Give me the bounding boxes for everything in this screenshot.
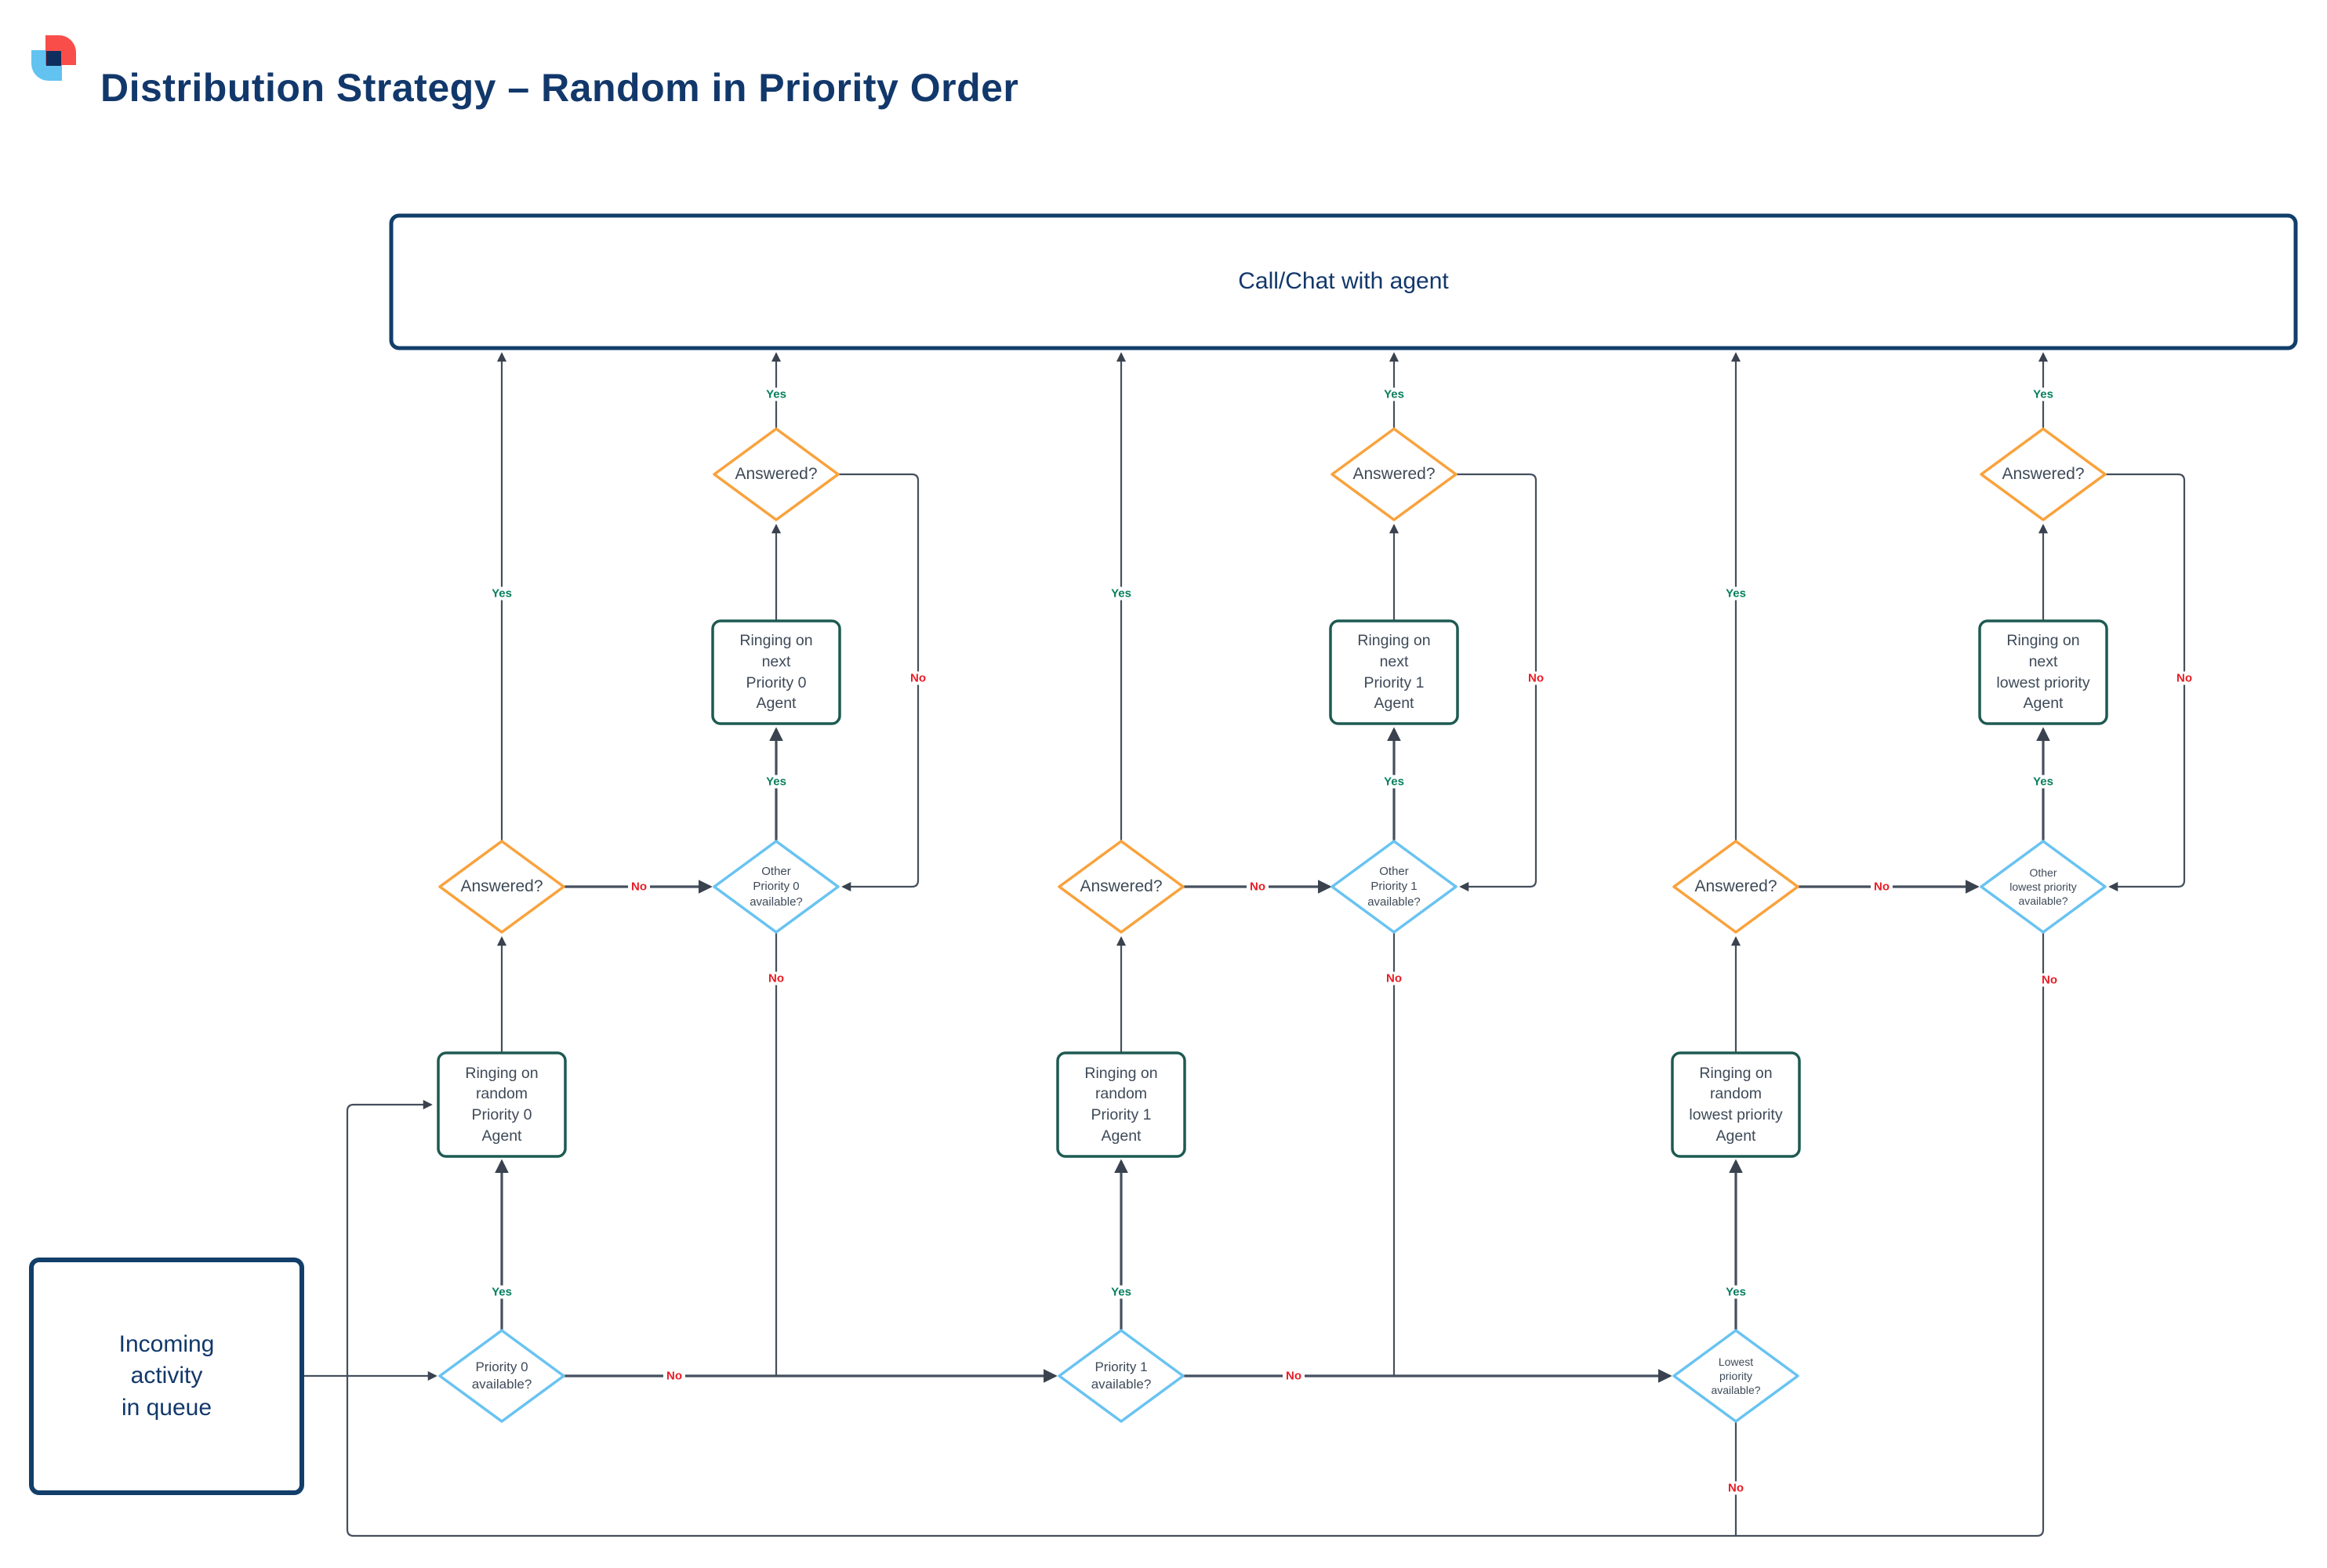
connector-restart-loop [346,932,2045,1537]
diamond-other-lowest: Other lowest priority available? [2009,866,2077,908]
diamond-priority-1-available: Priority 1 available? [1091,1359,1152,1392]
diamond-answered-p0: Answered? [460,877,543,896]
yes-label: Yes [1381,775,1407,789]
yes-label: Yes [1723,586,1749,601]
no-label: No [1383,971,1405,985]
box-ringing-next-priority-0: Ringing on next Priority 0 Agent [739,632,813,713]
yes-label: Yes [488,586,515,601]
diamond-answered-p1-shape [1058,840,1185,934]
agent-box-shape [389,213,2298,350]
diamond-lowest-available-shape [1672,1329,1799,1423]
diamond-priority-0-available: Priority 0 available? [471,1359,532,1392]
no-label: No [1725,1481,1747,1495]
box-ringing-random-priority-0: Ringing on random Priority 0 Agent [465,1064,539,1145]
diamond-other-lowest-shape [1980,840,2107,934]
box-ringing-next-lowest-shape [1978,619,2108,725]
diamond-other-priority-0-shape [713,840,840,934]
diamond-lowest-available: Lowest priority available? [1711,1355,1761,1397]
diamond-priority-0-available-shape [438,1329,565,1423]
box-ringing-next-priority-0-shape [711,619,841,725]
no-label: No [663,1369,685,1383]
diamond-other-priority-1-shape [1330,840,1458,934]
no-label: No [1871,880,1893,894]
yes-label: Yes [1108,1285,1134,1299]
no-label: No [1525,671,1547,685]
diamond-answered-next-p1-shape [1330,427,1458,521]
diamond-priority-1-available-shape [1058,1329,1185,1423]
yes-label: Yes [763,387,790,401]
box-ringing-next-priority-1: Ringing on next Priority 1 Agent [1357,632,1431,713]
yes-label: Yes [1108,586,1134,601]
diamond-answered-next-p1: Answered? [1352,465,1436,484]
diamond-other-priority-0: Other Priority 0 available? [750,865,803,909]
diamond-answered-p0-shape [438,840,565,934]
agent-box: Call/Chat with agent [1238,268,1449,295]
diamond-answered-p1: Answered? [1080,877,1163,896]
start-box-shape [29,1258,304,1495]
diamond-answered-lowest-shape [1672,840,1799,934]
yes-label: Yes [2030,775,2057,789]
diamond-answered-next-lowest-shape [1980,427,2107,521]
page-title: Distribution Strategy – Random in Priori… [100,66,1019,110]
connectors [302,352,2186,1537]
no-label: No [765,971,787,985]
no-label: No [1283,1369,1305,1383]
box-ringing-next-priority-1-shape [1329,619,1459,725]
box-ringing-random-priority-0-shape [437,1051,567,1158]
yes-label: Yes [1723,1285,1749,1299]
no-label: No [2173,671,2195,685]
no-label: No [628,880,650,894]
box-ringing-random-lowest-shape [1671,1051,1801,1158]
diamond-other-priority-1: Other Priority 1 available? [1367,865,1421,909]
connector-answered1b-no-loop [1455,473,1537,892]
diamond-answered-next-p0-shape [713,427,840,521]
yes-label: Yes [2030,387,2057,401]
box-ringing-next-lowest: Ringing on next lowest priority Agent [1996,632,2090,713]
logo-navy-square [46,51,61,66]
diamond-answered-next-lowest: Answered? [2002,465,2085,484]
diamond-answered-next-p0: Answered? [735,465,818,484]
yes-label: Yes [1381,387,1407,401]
no-label: No [1247,880,1269,894]
no-label: No [2038,973,2060,987]
shapes [29,213,2298,1495]
box-ringing-random-priority-1-shape [1056,1051,1186,1158]
connector-answered0b-no-loop [838,473,920,892]
no-label: No [907,671,929,685]
box-ringing-random-lowest: Ringing on random lowest priority Agent [1689,1064,1783,1145]
logo-icon [31,35,77,81]
box-ringing-random-priority-1: Ringing on random Priority 1 Agent [1084,1064,1158,1145]
connector-answered-lowestb-no-loop [2104,473,2186,892]
yes-label: Yes [763,775,790,789]
start-box: Incoming activity in queue [118,1330,215,1421]
yes-label: Yes [488,1285,515,1299]
diamond-answered-lowest: Answered? [1694,877,1777,896]
